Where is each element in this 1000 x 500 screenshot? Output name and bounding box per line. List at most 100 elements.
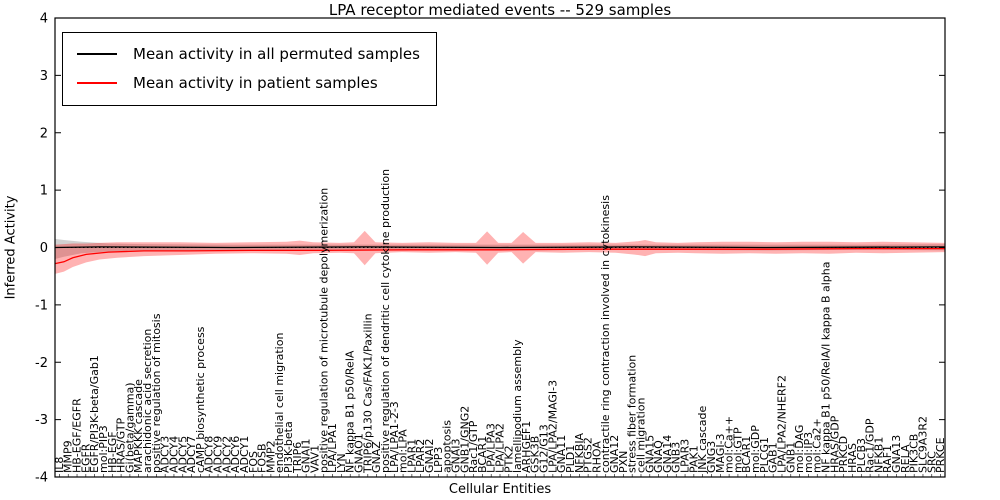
x-tick-label: endothelial cell migration <box>273 333 286 473</box>
x-tick-label: FOSB <box>256 443 269 473</box>
y-tick-label: -1 <box>35 298 48 313</box>
y-tick-label: 0 <box>40 241 48 256</box>
legend-entry-permuted: Mean activity in all permuted samples <box>73 39 420 68</box>
x-tick-label: EGFR <box>79 443 92 473</box>
x-tick-label: ADCY6 <box>229 436 242 473</box>
x-tick-label: GNA14 <box>661 435 674 473</box>
x-tick-label: PXN <box>617 451 630 473</box>
legend-box: Mean activity in all permuted samples Me… <box>62 32 437 106</box>
x-tick-label: IL8 <box>53 457 66 473</box>
x-tick-label: ADCY8 <box>203 436 216 473</box>
x-tick-label: LPA/LPA3 <box>485 423 498 473</box>
x-tick-label: lamellipodium assembly <box>511 339 524 473</box>
y-tick-label: 2 <box>40 126 48 141</box>
x-tick-label: BCAR1 <box>740 436 753 473</box>
x-tick-label: PRKCD <box>837 436 850 473</box>
x-tick-label: cell migration <box>635 397 648 473</box>
x-tick-label: GNAI1 <box>300 438 313 473</box>
x-tick-label: LPAR1 <box>405 439 418 473</box>
x-tick-label: mol:IP3 <box>802 432 815 473</box>
x-tick-label: HRAS/GTP <box>115 417 128 473</box>
x-tick-label: LPA/LPA1 <box>326 423 339 473</box>
x-tick-label: RAF1 <box>881 445 894 473</box>
y-tick-label: 3 <box>40 69 48 84</box>
x-tick-label: PRKCE <box>934 437 947 473</box>
x-tick-label: NF kappa B1 p50/RelA/I kappa B alpha <box>820 262 833 474</box>
x-tick-label: GNA13 <box>890 435 903 473</box>
y-tick-label: -2 <box>35 356 48 371</box>
x-tick-label: TRIP6/p130 Cas/FAK1/Paxillin <box>361 313 374 474</box>
x-tick-label: GNAZ <box>370 441 383 473</box>
x-tick-label: HRAS/GDP <box>828 415 841 473</box>
x-tick-label: GNA11 <box>555 435 568 473</box>
x-tick-label: GSK3B <box>529 436 542 473</box>
x-tick-label: GNB3 <box>670 442 683 473</box>
x-tick-label: RHOA <box>590 441 603 473</box>
x-tick-label: contractile ring contraction involved in… <box>599 195 612 473</box>
series-line <box>54 247 945 265</box>
x-tick-label: MMP2 <box>264 440 277 473</box>
x-tick-label: ADCY1 <box>238 436 251 473</box>
legend-line-sample-red <box>77 81 117 84</box>
x-tick-label: RELA <box>899 444 912 473</box>
y-tick-label: 1 <box>40 184 48 199</box>
x-tick-label: PLD1 <box>564 445 577 473</box>
x-tick-label: mol:LPA <box>397 429 410 473</box>
x-tick-label: GAB1 <box>767 442 780 473</box>
x-tick-label: positive regulation of mitosis <box>150 313 163 473</box>
confidence-band <box>55 230 945 274</box>
x-tick-label: NFKBIA <box>573 432 586 473</box>
x-tick-label: FOS <box>247 451 260 473</box>
x-tick-label: GNB1 <box>784 442 797 473</box>
x-tick-label: JNK cascade <box>696 406 709 474</box>
x-tick-label: LPA/LPA1-2-3 <box>388 401 401 473</box>
x-tick-label: MMP9 <box>62 440 75 473</box>
x-tick-label: cAMP biosynthetic process <box>194 326 207 473</box>
x-tick-label: TRIP6 <box>291 442 304 474</box>
legend-label: Mean activity in patient samples <box>133 73 378 92</box>
x-tick-label: GNAI2 <box>423 438 436 473</box>
legend-line-sample-black <box>77 52 117 55</box>
x-tick-label: SLC9A3R2 <box>917 416 930 473</box>
x-tick-label: Rac1/GDP <box>864 418 877 473</box>
x-tick-label: ADCY4 <box>168 436 181 473</box>
x-tick-label: stress fiber formation <box>626 355 639 473</box>
x-tick-label: mol:Ca2+ <box>811 418 824 473</box>
y-tick-label: -4 <box>35 471 48 486</box>
x-tick-label: MAGI-3 <box>714 433 727 473</box>
x-tick-label: GNAI3 <box>449 438 462 473</box>
confidence-band <box>55 238 945 259</box>
x-tick-label: PI3K-beta <box>282 421 295 473</box>
x-tick-label: mol:DAG <box>793 425 806 473</box>
x-tick-label: LPA/LPA2 <box>494 423 507 473</box>
x-tick-label: GNG3 <box>705 441 718 473</box>
x-tick-label: mol:Ca++ <box>723 416 736 473</box>
x-tick-label: Rac1/GTP <box>467 420 480 473</box>
x-tick-label: GNAQ <box>652 440 665 473</box>
legend-entry-patient: Mean activity in patient samples <box>73 68 420 97</box>
x-tick-label: LPAR3 <box>679 439 692 473</box>
x-tick-label: ADCY2 <box>220 436 233 473</box>
x-tick-label: positive regulation of microtubule depol… <box>317 188 330 473</box>
y-tick-label: 4 <box>40 12 48 27</box>
x-tick-label: Gi(beta/gamma) <box>123 382 136 473</box>
x-tick-label: mol:GDP <box>749 425 762 473</box>
x-tick-label: HRAS <box>846 443 859 473</box>
x-tick-label: LPA/LPA2/MAGI-3 <box>546 380 559 473</box>
x-tick-label: MAPKKK cascade <box>132 379 145 473</box>
x-axis-label: Cellular Entities <box>448 482 552 497</box>
x-tick-label: GNA12 <box>608 435 621 473</box>
x-tick-label: PLCG1 <box>758 437 771 473</box>
x-tick-label: PTGS2 <box>582 437 595 473</box>
x-tick-label: SRC <box>925 451 938 473</box>
series-line <box>54 246 946 249</box>
x-tick-label: HB-EGF <box>106 431 119 473</box>
x-tick-label: GNB1/GNG2 <box>458 406 471 473</box>
x-tick-label: apoptosis <box>441 420 454 473</box>
x-tick-label: EGFR/PI3K-beta/Gab1 <box>88 355 101 473</box>
x-tick-label: NFKB1 <box>872 437 885 473</box>
x-tick-label: ADCY5 <box>176 436 189 473</box>
x-tick-label: positive regulation of dendritic cell cy… <box>379 169 392 473</box>
